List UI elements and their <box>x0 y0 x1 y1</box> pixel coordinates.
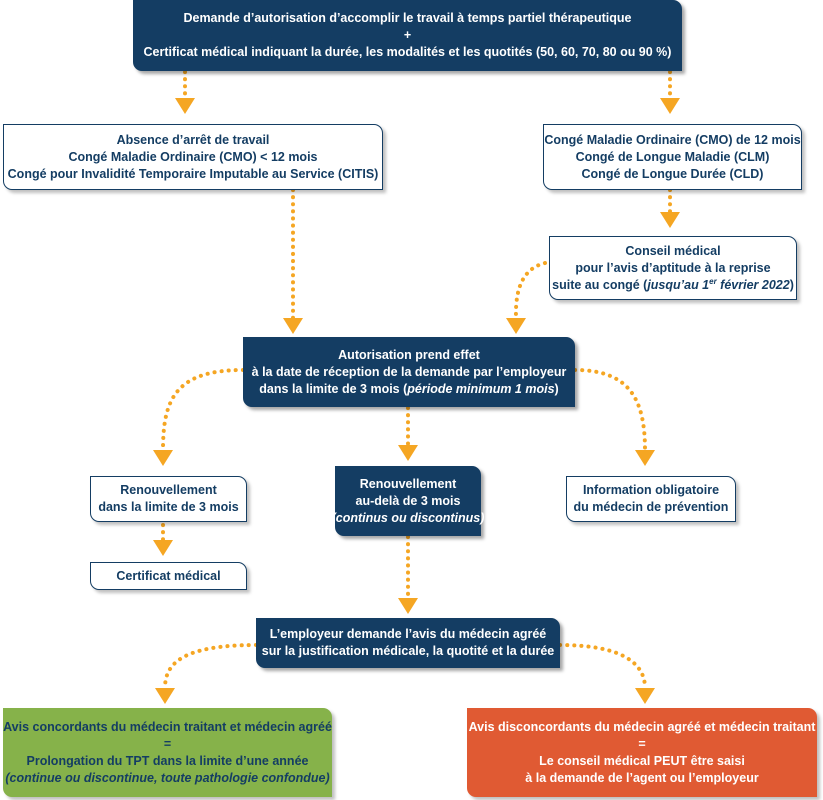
arrowhead-conseil-effet <box>506 318 526 334</box>
conseil-line-3: suite au congé (jusqu’au 1er février 202… <box>552 276 794 292</box>
arrow-employeur-to-disconcordants <box>558 643 647 690</box>
conditions-right-line-1: Congé Maladie Ordinaire (CMO) de 12 mois <box>544 132 801 147</box>
arrowhead-left-effet <box>283 318 303 334</box>
disconcordants-equals: = <box>638 736 646 751</box>
conseil-medical-box: Conseil médical pour l’avis d’aptitude à… <box>549 236 797 300</box>
information-line-2: du médecin de prévention <box>573 500 729 514</box>
request-plus: + <box>403 28 412 42</box>
disconcordants-line-4: à la demande de l’agent ou l’employeur <box>525 770 759 785</box>
arrow-conseil-to-effet <box>513 261 547 320</box>
arrowhead-disconcordants <box>635 688 655 704</box>
request-line-1: Demande d’autorisation d’accomplir le tr… <box>183 11 632 25</box>
certificat-medical-box: Certificat médical <box>90 562 247 590</box>
conditions-left-line-2: Congé Maladie Ordinaire (CMO) < 12 mois <box>68 149 318 164</box>
arrowhead-right-conseil <box>660 212 680 228</box>
arrow-effet-to-information <box>573 368 647 452</box>
conseil-line-1: Conseil médical <box>625 243 721 258</box>
conditions-left-line-1: Absence d’arrêt de travail <box>116 132 270 147</box>
arrowhead-certificat <box>153 540 173 556</box>
employeur-demande-box: L’employeur demande l’avis du médecin ag… <box>256 618 560 668</box>
request-line-3: Certificat médical indiquant la durée, l… <box>143 45 672 59</box>
conditions-left-box: Absence d’arrêt de travail Congé Maladie… <box>3 124 383 190</box>
avis-concordants-box: Avis concordants du médecin traitant et … <box>3 708 332 797</box>
arrowhead-top-right <box>660 98 680 114</box>
conseil-line-2: pour l’avis d’aptitude à la reprise <box>575 260 771 275</box>
avis-disconcordants-box: Avis disconcordants du médecin agréé et … <box>467 708 817 797</box>
conditions-right-box: Congé Maladie Ordinaire (CMO) de 12 mois… <box>543 124 802 190</box>
effet-line-1: Autorisation prend effet <box>338 347 480 362</box>
effet-line-2: à la date de réception de la demande par… <box>251 364 567 379</box>
concordants-equals: = <box>163 736 172 751</box>
request-box: Demande d’autorisation d’accomplir le tr… <box>133 0 682 71</box>
renouv-dela-line-1: Renouvellement <box>359 476 457 491</box>
arrowhead-renouv-dela <box>398 445 418 461</box>
arrow-effet-to-renouv-limite <box>161 368 245 452</box>
concordants-line-4: (continue ou discontinue, toute patholog… <box>5 770 330 785</box>
effet-line-3: dans la limite de 3 mois (période minimu… <box>259 381 559 396</box>
employeur-line-1: L’employeur demande l’avis du médecin ag… <box>269 627 547 641</box>
autorisation-effet-box: Autorisation prend effet à la date de ré… <box>243 337 575 407</box>
conditions-right-line-2: Congé de Longue Maladie (CLM) <box>575 149 770 164</box>
conditions-right-line-3: Congé de Longue Durée (CLD) <box>581 166 764 181</box>
arrowhead-renouv-limite <box>153 450 173 466</box>
renouvellement-limite-box: Renouvellement dans la limite de 3 mois <box>90 476 247 522</box>
employeur-line-2: sur la justification médicale, la quotit… <box>261 644 555 658</box>
renouvellement-dela-box: Renouvellement au-delà de 3 mois (contin… <box>332 466 484 536</box>
information-box: Information obligatoire du médecin de pr… <box>566 476 736 522</box>
renouv-dela-line-3: (continus ou discontinus) <box>331 510 485 525</box>
concordants-line-1: Avis concordants du médecin traitant et … <box>3 719 332 734</box>
information-line-1: Information obligatoire <box>582 483 720 497</box>
renouv-limite-line-1: Renouvellement <box>120 483 217 497</box>
arrow-employeur-to-concordants <box>163 643 258 690</box>
renouv-limite-line-2: dans la limite de 3 mois <box>98 500 239 514</box>
disconcordants-line-3: Le conseil médical PEUT être saisi <box>539 753 745 768</box>
concordants-line-3: Prolongation du TPT dans la limite d’une… <box>26 753 309 768</box>
renouv-dela-line-2: au-delà de 3 mois <box>355 493 461 508</box>
arrowhead-top-left <box>175 98 195 114</box>
certificat-line-1: Certificat médical <box>116 568 221 583</box>
arrowhead-information <box>635 450 655 466</box>
disconcordants-line-1: Avis disconcordants du médecin agréé et … <box>468 719 816 734</box>
arrowhead-employeur <box>398 598 418 614</box>
arrowhead-concordants <box>155 688 175 704</box>
conditions-left-line-3: Congé pour Invalidité Temporaire Imputab… <box>7 166 379 181</box>
